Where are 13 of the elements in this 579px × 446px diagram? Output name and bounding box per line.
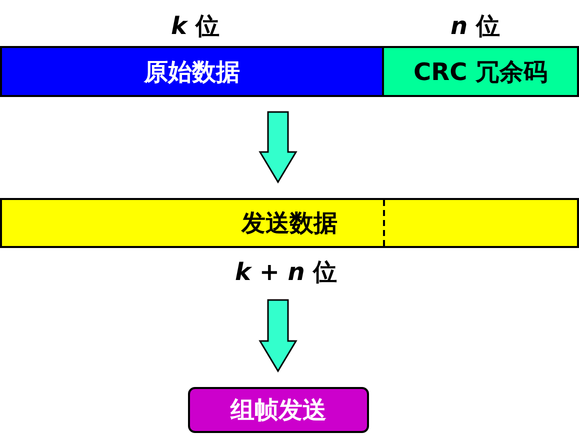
- node-label: 发送数据: [242, 208, 338, 239]
- bit-count-label: k 位: [171, 11, 220, 42]
- frame-bar: [0, 198, 579, 248]
- block-arrow: [258, 299, 298, 372]
- node-label: 原始数据: [144, 56, 240, 88]
- bit-count-label: k + n 位: [235, 257, 338, 288]
- node-label: CRC 冗余码: [413, 56, 548, 88]
- node-label: 组帧发送: [230, 395, 326, 426]
- data-bar: [0, 46, 384, 97]
- block-arrow: [258, 111, 298, 184]
- bit-count-label: n 位: [450, 11, 500, 42]
- crc-bar: [382, 46, 579, 97]
- process-box: [188, 387, 369, 433]
